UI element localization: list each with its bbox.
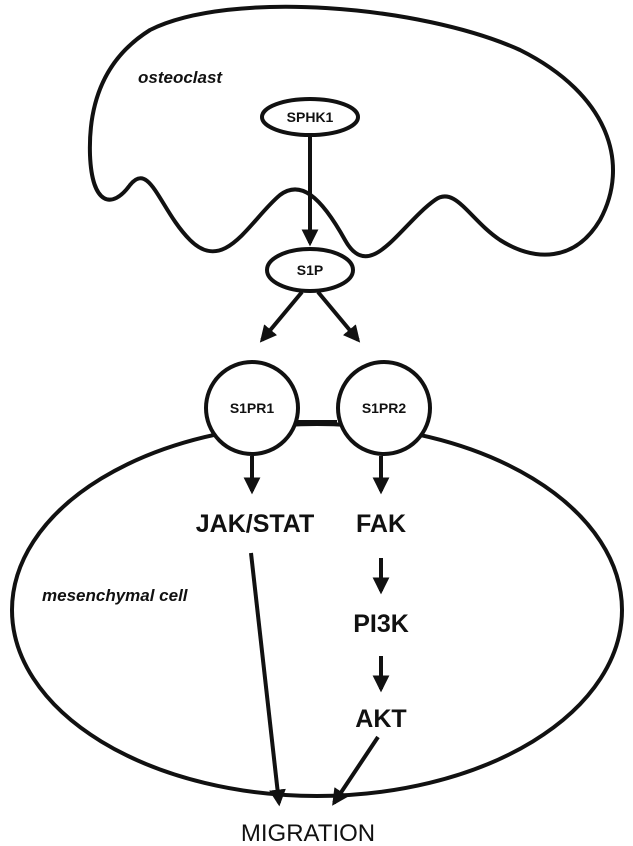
s1p-label: S1P	[297, 262, 323, 278]
osteoclast-membrane	[87, 4, 615, 259]
mesenchymal-cell-label: mesenchymal cell	[42, 586, 189, 605]
sphk1-node	[260, 97, 360, 137]
s1pr1-receptor	[204, 360, 300, 456]
arrow-akt-migration	[332, 735, 380, 806]
osteoclast-label: osteoclast	[138, 68, 223, 87]
sphk1-label: SPHK1	[287, 109, 334, 125]
arrow-jakstat-migration	[249, 552, 286, 807]
migration-label: MIGRATION	[241, 820, 375, 846]
arrow-s1p-s1pr2	[316, 290, 361, 343]
arrow-s1p-s1pr1	[259, 290, 304, 343]
s1p-node	[265, 247, 355, 293]
pi3k-label: PI3K	[353, 610, 409, 638]
akt-label: AKT	[355, 705, 406, 733]
s1pr1-label: S1PR1	[230, 400, 275, 416]
arrows	[243, 136, 390, 807]
jakstat-label: JAK/STAT	[196, 510, 315, 538]
s1pr2-label: S1PR2	[362, 400, 407, 416]
fak-label: FAK	[356, 510, 406, 538]
s1pr2-receptor	[336, 360, 432, 456]
mesenchymal-membrane	[10, 422, 624, 798]
